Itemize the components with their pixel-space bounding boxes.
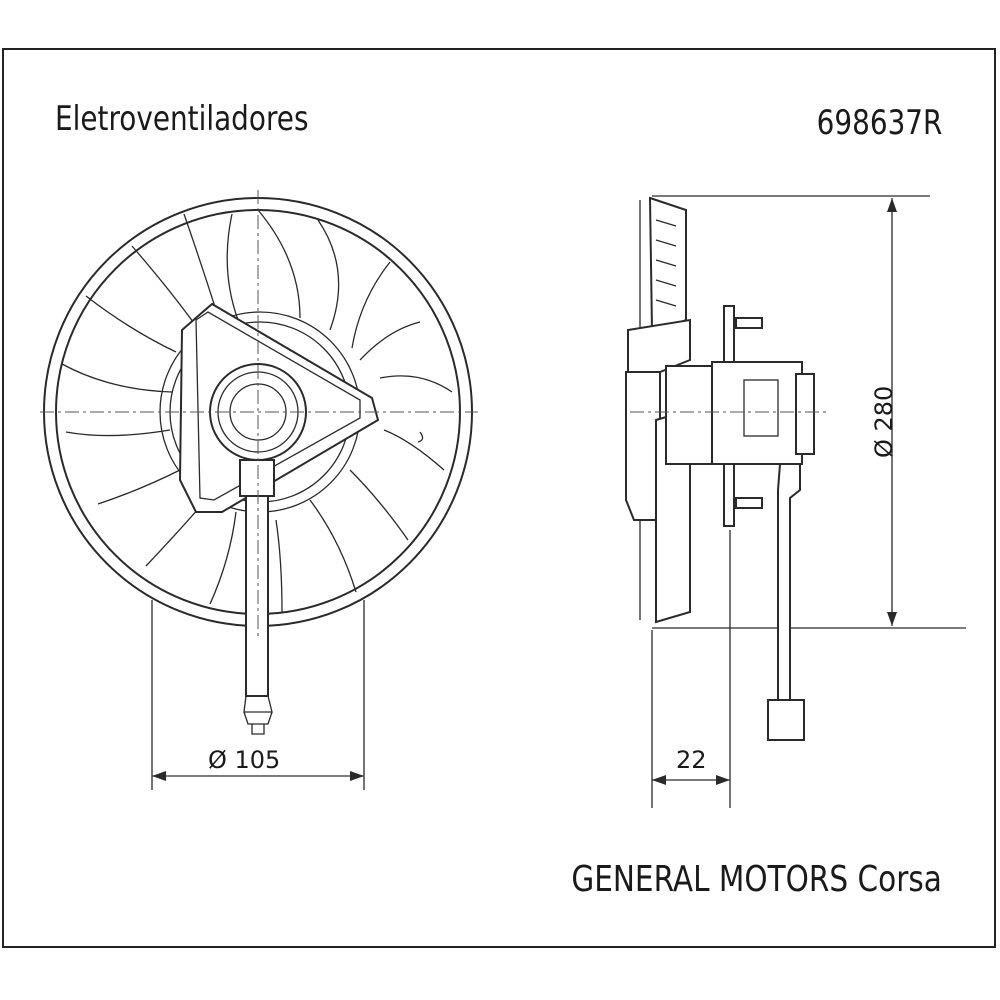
fan-blades xyxy=(61,209,453,613)
motor-diameter-label: Ø 105 xyxy=(208,746,281,774)
depth-label: 22 xyxy=(676,746,707,774)
fan-diameter-label: Ø 280 xyxy=(870,385,898,458)
part-number: 698637R xyxy=(816,103,942,143)
product-category-title: Eletroventiladores xyxy=(55,99,309,139)
drawing-frame xyxy=(2,48,996,948)
vehicle-application: GENERAL MOTORS Corsa xyxy=(571,859,942,900)
